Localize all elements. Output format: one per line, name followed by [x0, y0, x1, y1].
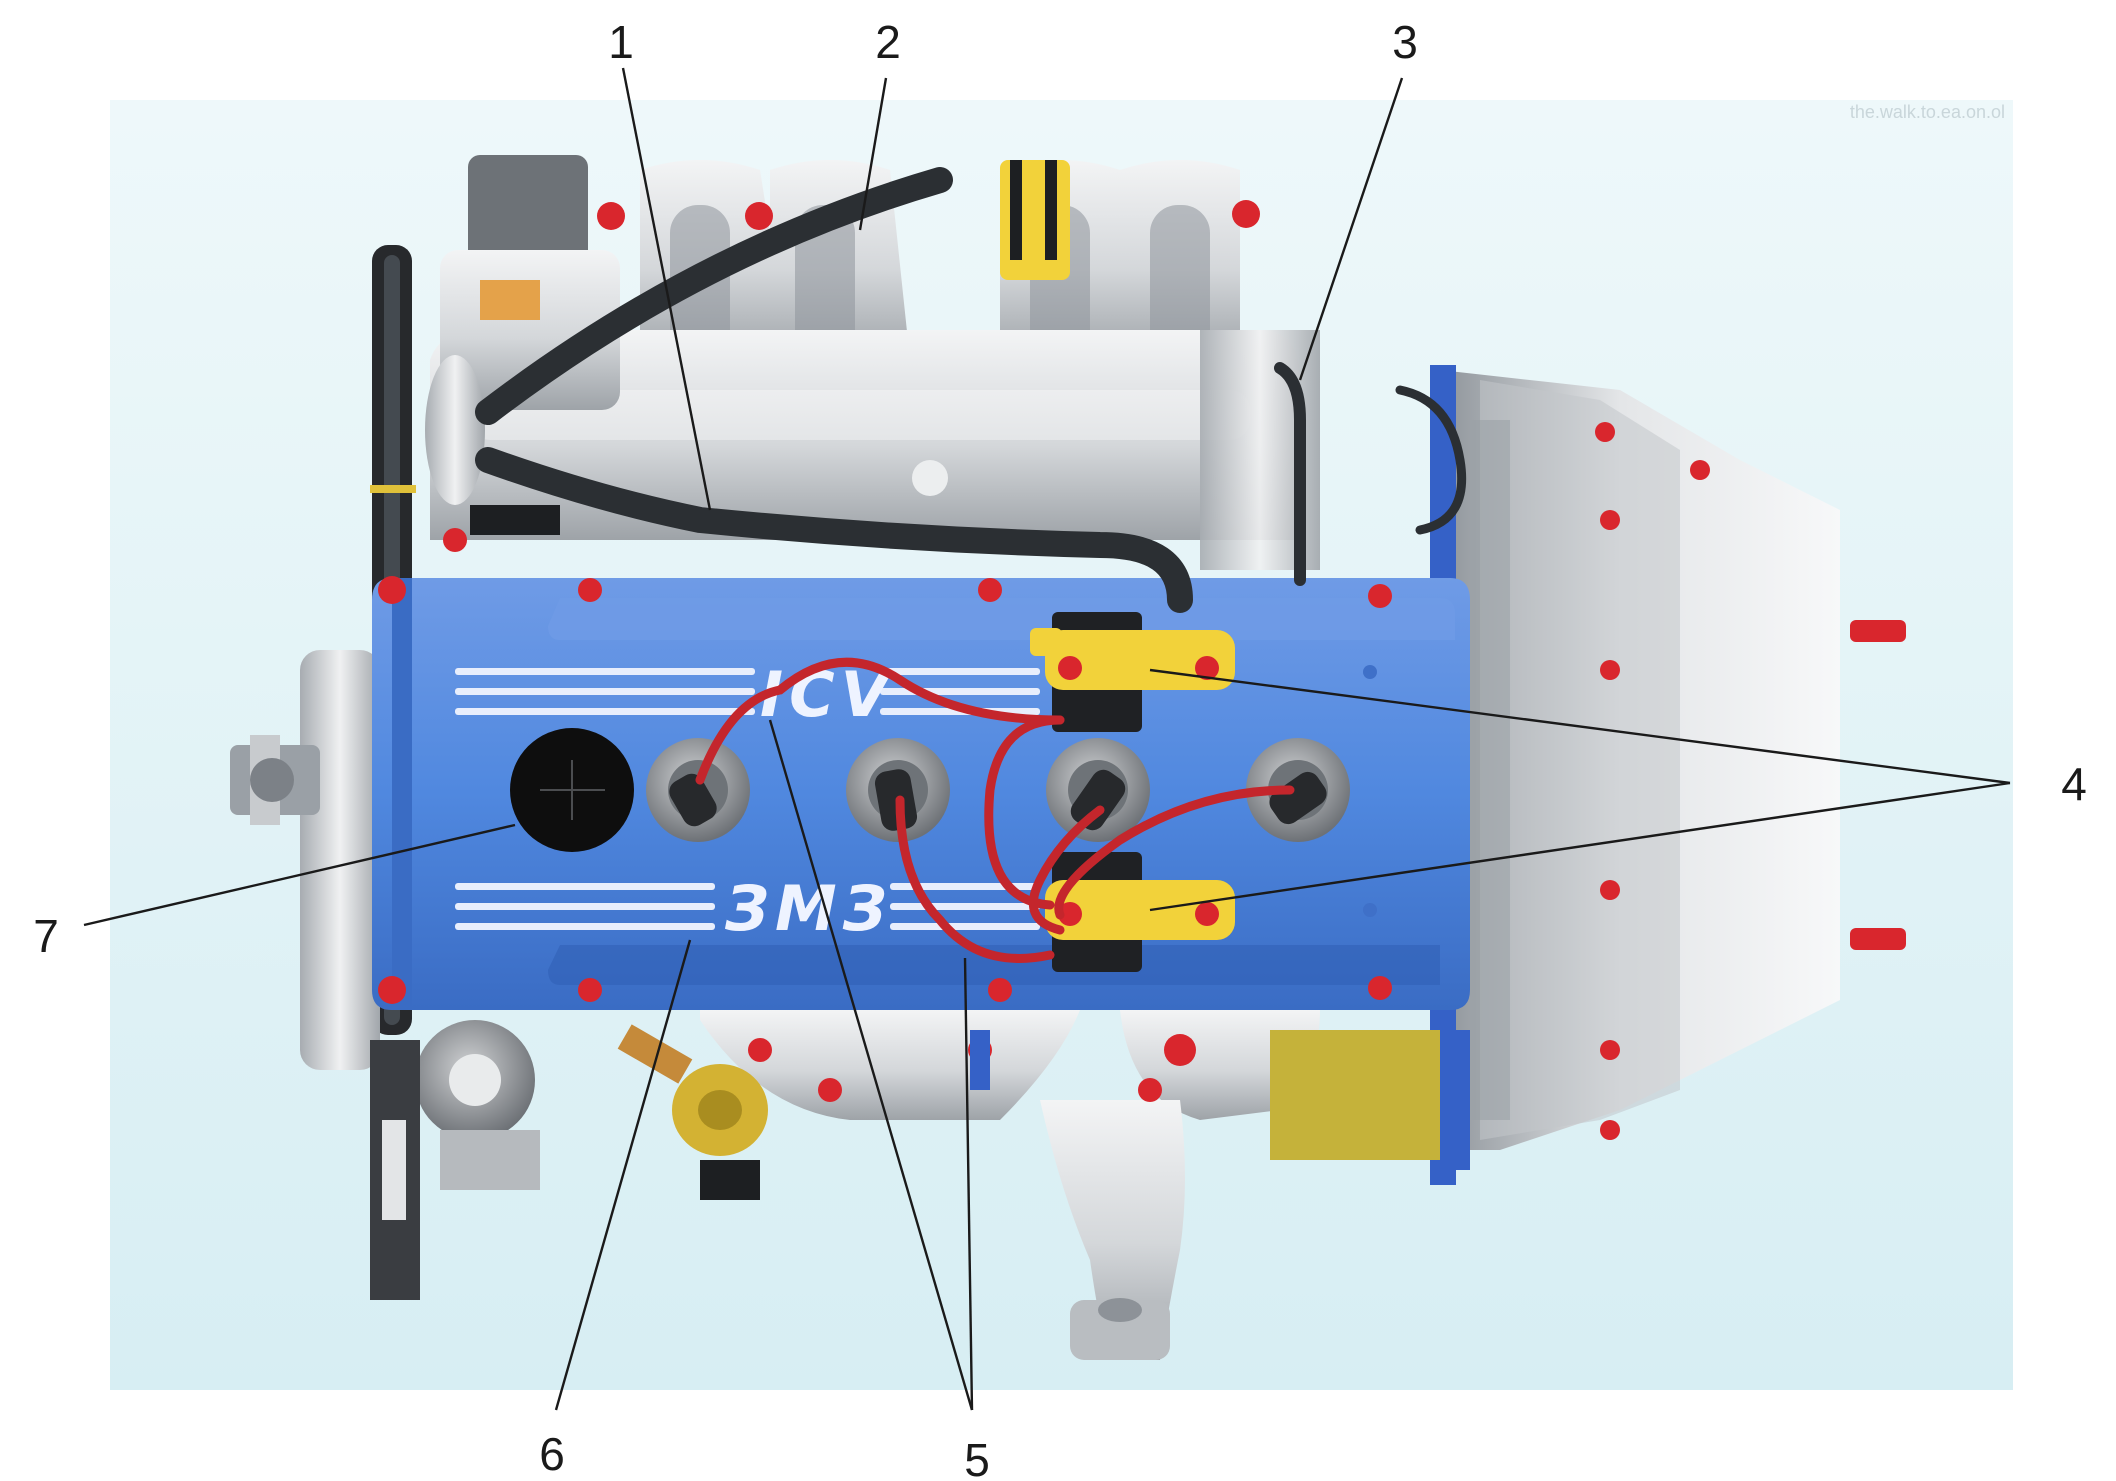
- leader-lines: [83, 67, 2011, 1411]
- water-pump: [370, 1020, 760, 1300]
- coolant-sensor: [617, 1024, 768, 1156]
- throttle-body: [425, 155, 620, 552]
- callout-4: 4: [2061, 758, 2087, 810]
- callout-7: 7: [33, 910, 59, 962]
- oil-filler-cap: [510, 728, 634, 852]
- callout-3: 3: [1392, 16, 1418, 68]
- vacuum-hoses: [475, 167, 1467, 613]
- logo-bottom: ЗМЗ: [724, 872, 893, 945]
- callout-6: 6: [539, 1428, 565, 1480]
- gearbox: [1430, 365, 1906, 1185]
- logo-top: ICV: [760, 658, 895, 731]
- ignition-wires: [695, 657, 1295, 963]
- plug-boots: [669, 769, 1327, 831]
- crank-pulley: [230, 650, 380, 1070]
- callout-1: 1: [608, 16, 634, 68]
- callout-2: 2: [875, 16, 901, 68]
- callout-5: 5: [964, 1434, 990, 1481]
- valve-cover: ICV ЗМЗ: [372, 576, 1470, 1010]
- exhaust-manifold: [700, 1010, 1470, 1360]
- watermark: the.walk.to.ea.on.ol: [1850, 102, 2005, 122]
